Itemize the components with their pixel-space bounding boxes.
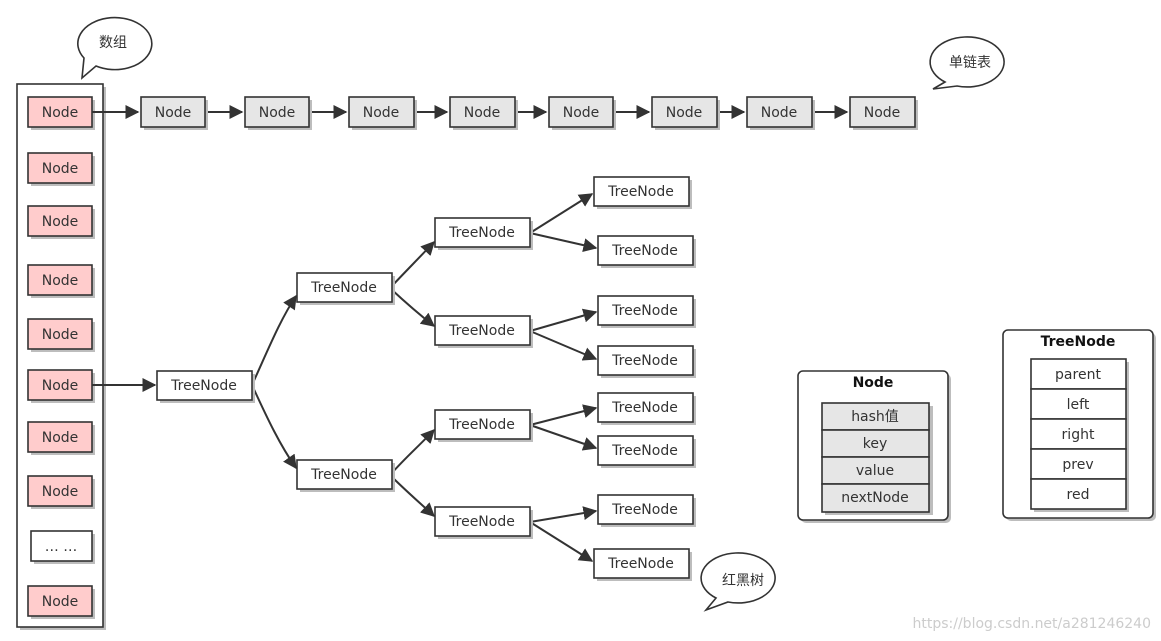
node-legend-title: Node [853, 375, 894, 391]
array-cell: Node [27, 205, 95, 239]
list-node: Node [140, 96, 208, 130]
node-field-label: key [863, 436, 888, 452]
treenode-legend: TreeNode parent left right prev red [1002, 329, 1156, 521]
treenode-field-label: red [1067, 487, 1090, 503]
callout-array: 数组 [77, 16, 153, 80]
tree-node: TreeNode [434, 217, 533, 250]
array-cell-label: Node [42, 327, 79, 343]
array-cell-label: Node [42, 484, 79, 500]
array-cell: Node [27, 585, 95, 619]
tree-leaf: TreeNode [593, 176, 692, 209]
node-legend-field: nextNode [821, 483, 930, 513]
tree-node: TreeNode [434, 315, 533, 348]
tree-node-label: TreeNode [448, 225, 515, 241]
treenode-legend-field: prev [1030, 448, 1127, 480]
callout-array-text: 数组 [99, 35, 127, 51]
array-cell-label: Node [42, 378, 79, 394]
tree-leaf: TreeNode [593, 548, 692, 581]
tree-node-root: TreeNode [156, 370, 255, 403]
tree-leaf: TreeNode [597, 392, 696, 425]
tree-node-label: TreeNode [611, 303, 678, 319]
tree-node-label: TreeNode [611, 400, 678, 416]
tree-node-label: TreeNode [607, 556, 674, 572]
tree-node: TreeNode [434, 506, 533, 539]
tree-leaf: TreeNode [597, 295, 696, 328]
callout-red-black-tree-text: 红黑树 [722, 573, 764, 589]
list-node: Node [244, 96, 312, 130]
tree-leaf: TreeNode [597, 235, 696, 268]
tree-node-label: TreeNode [607, 184, 674, 200]
tree-node-label: TreeNode [310, 280, 377, 296]
list-node-label: Node [864, 105, 901, 121]
array-cell: Node [27, 96, 95, 130]
tree-node-label: TreeNode [448, 417, 515, 433]
list-node: Node [548, 96, 616, 130]
list-node-label: Node [761, 105, 798, 121]
array-cell: Node [27, 264, 95, 298]
node-legend-field: value [821, 456, 930, 485]
node-field-label: nextNode [841, 490, 909, 506]
array-cell: Node [27, 475, 95, 509]
tree-node-label: TreeNode [448, 323, 515, 339]
array-cell-label: Node [42, 105, 79, 121]
treenode-legend-field: left [1030, 388, 1127, 420]
callout-linked-list: 单链表 [929, 36, 1005, 90]
list-node-label: Node [363, 105, 400, 121]
list-node-label: Node [464, 105, 501, 121]
array-cell: Node [27, 369, 95, 403]
treenode-legend-title: TreeNode [1041, 334, 1116, 350]
node-legend-field: hash值 [821, 402, 930, 431]
array-cell-label: Node [42, 161, 79, 177]
node-legend: Node hash值 key value nextNode [797, 370, 951, 523]
treenode-field-label: left [1067, 397, 1090, 413]
list-node-label: Node [155, 105, 192, 121]
array-cell: Node [27, 318, 95, 352]
tree-node-label: TreeNode [170, 378, 237, 394]
node-legend-field: key [821, 429, 930, 458]
treenode-legend-field: right [1030, 418, 1127, 450]
tree-node-label: TreeNode [611, 353, 678, 369]
list-node: Node [849, 96, 918, 130]
list-node: Node [746, 96, 815, 130]
tree-leaf: TreeNode [597, 345, 696, 378]
tree-node: TreeNode [296, 272, 395, 305]
tree-node-label: TreeNode [448, 514, 515, 530]
array-cell-label: Node [42, 594, 79, 610]
treenode-field-label: prev [1062, 457, 1093, 473]
array-cell: Node [27, 152, 95, 186]
node-field-label: hash值 [851, 409, 899, 425]
array-cell-ellipsis: … … [30, 530, 95, 564]
tree-node-label: TreeNode [310, 467, 377, 483]
treenode-field-label: right [1062, 427, 1095, 443]
list-node-label: Node [666, 105, 703, 121]
array-cell-label: Node [42, 214, 79, 230]
callout-red-black-tree: 红黑树 [700, 552, 776, 612]
tree-node-label: TreeNode [611, 443, 678, 459]
list-node-label: Node [563, 105, 600, 121]
watermark: https://blog.csdn.net/a281246240 [913, 616, 1152, 632]
list-node-label: Node [259, 105, 296, 121]
list-node: Node [449, 96, 518, 130]
tree-node-label: TreeNode [611, 243, 678, 259]
tree-leaf: TreeNode [597, 435, 696, 468]
tree-node-label: TreeNode [611, 502, 678, 518]
node-field-label: value [856, 463, 894, 479]
tree-leaf: TreeNode [597, 494, 696, 527]
tree-node: TreeNode [434, 409, 533, 442]
array-cell-label: Node [42, 430, 79, 446]
list-node: Node [348, 96, 417, 130]
treenode-legend-field: parent [1030, 358, 1127, 390]
array-cell: Node [27, 421, 95, 455]
array-cell-label: Node [42, 273, 79, 289]
treenode-legend-field: red [1030, 478, 1127, 510]
callout-linked-list-text: 单链表 [949, 55, 991, 71]
treenode-field-label: parent [1055, 367, 1101, 383]
list-node: Node [651, 96, 720, 130]
tree-node: TreeNode [296, 459, 395, 492]
array-cell-label: … … [45, 539, 77, 555]
